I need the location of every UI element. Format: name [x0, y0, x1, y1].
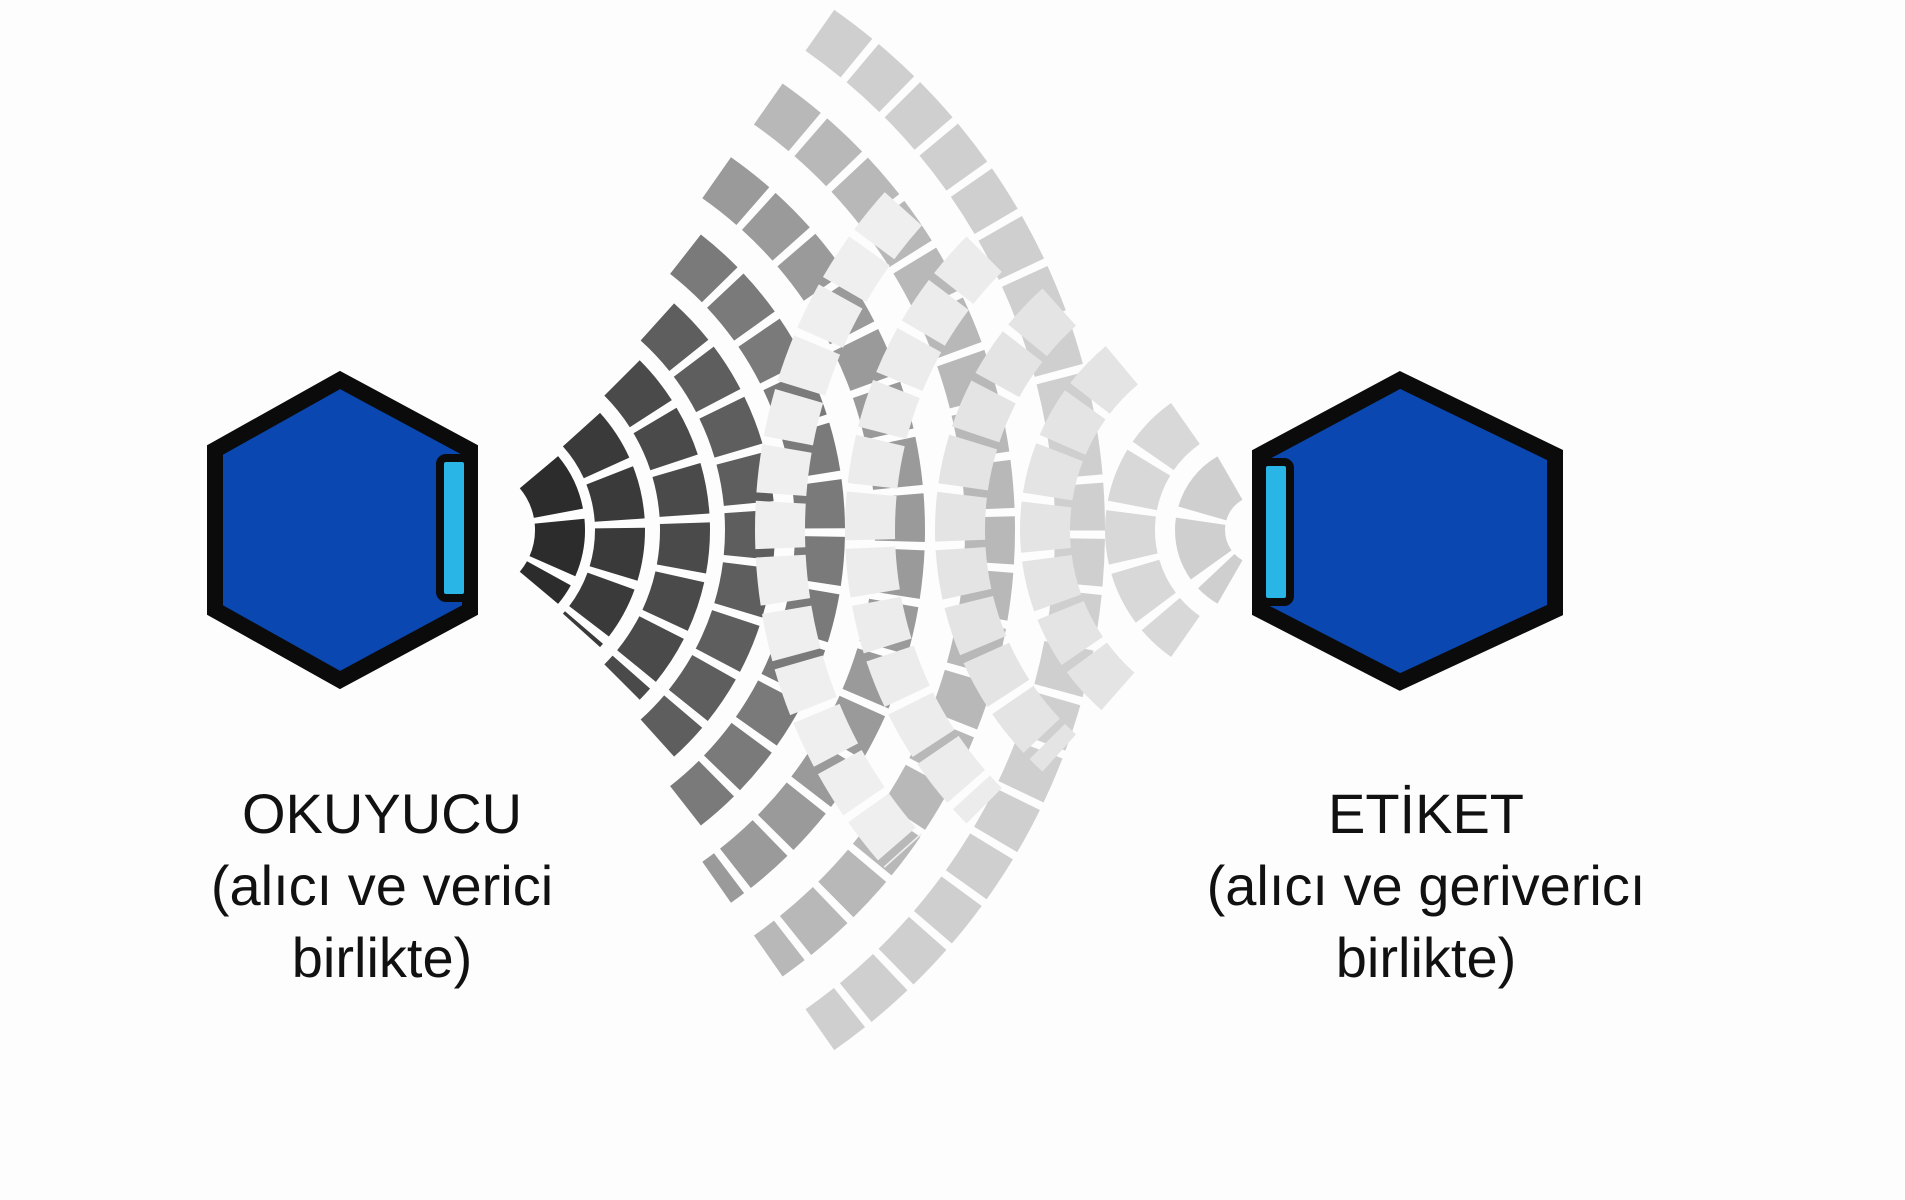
- reader-wave-arc: [519, 456, 585, 604]
- reader-wave-arc: [670, 234, 845, 826]
- tag-wave-arc: [935, 288, 1077, 772]
- tag-device-icon: [1252, 371, 1563, 691]
- reader-description-line2: birlikte): [291, 926, 473, 989]
- reader-description-line1: (alıcı ve verici: [210, 854, 554, 917]
- tag-description-line1: (alıcı ve gerivericı: [1206, 854, 1646, 917]
- tag-wave-arc: [1105, 403, 1201, 657]
- tag-wave-arc: [845, 236, 1002, 824]
- tag-wave-arc: [755, 192, 922, 868]
- reader-device-icon: [207, 370, 478, 690]
- tag-description-line2: birlikte): [1335, 926, 1517, 989]
- tag-label: ETİKET (alıcı ve gerivericı birlikte): [1166, 778, 1686, 994]
- reader-label: OKUYUCU (alıcı ve verici birlikte): [122, 778, 642, 994]
- tag-wave-arc: [1020, 346, 1139, 714]
- reader-wave-arc: [562, 412, 645, 648]
- reader-wave-arc: [640, 303, 775, 757]
- reader-wave-arc: [702, 157, 925, 903]
- reader-wave-arc: [805, 9, 1105, 1051]
- tag-wave-arc: [1175, 456, 1244, 604]
- reader-wave-arc: [604, 360, 710, 700]
- tag-title: ETİKET: [1327, 782, 1525, 845]
- reader-title: OKUYUCU: [241, 782, 523, 845]
- tag-waves: [755, 192, 1244, 868]
